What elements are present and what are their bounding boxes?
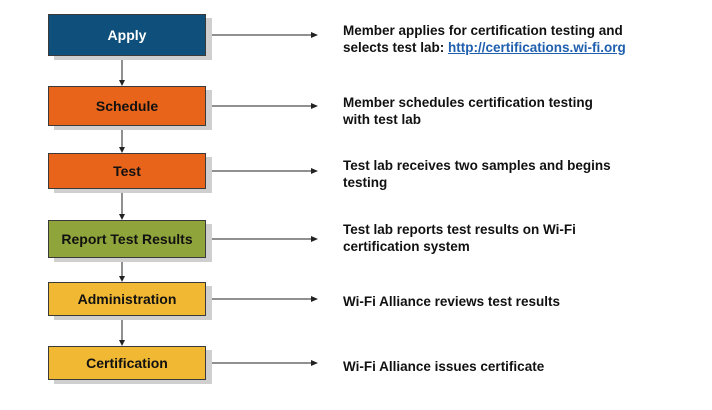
step-label: Test — [113, 163, 141, 179]
step-apply: Apply — [48, 14, 206, 56]
step-label: Schedule — [95, 98, 159, 114]
step-label: Administration — [77, 291, 177, 307]
desc-line: Test lab receives two samples and begins — [343, 158, 611, 173]
step-schedule: Schedule — [48, 86, 206, 126]
step-test-description: Test lab receives two samples and begins… — [343, 157, 611, 191]
step-test: Test — [48, 153, 206, 189]
arrowhead-icon — [119, 80, 125, 86]
step-schedule-description: Member schedules certification testing w… — [343, 94, 593, 128]
step-report-description: Test lab reports test results on Wi-Fi c… — [343, 221, 576, 255]
step-administration: Administration — [48, 282, 206, 316]
desc-line: Member schedules certification testing — [343, 95, 593, 110]
desc-line-with-link: selects test lab: http://certifications.… — [343, 39, 626, 56]
step-label: Certification — [86, 355, 168, 371]
arrowhead-icon — [311, 296, 318, 302]
arrowhead-icon — [119, 340, 125, 346]
step-apply-description: Member applies for certification testing… — [343, 22, 626, 56]
desc-line: Wi-Fi Alliance reviews test results — [343, 294, 560, 309]
desc-line: with test lab — [343, 112, 422, 127]
desc-line: Wi-Fi Alliance issues certificate — [343, 359, 545, 374]
desc-line: Test lab reports test results on Wi-Fi — [343, 222, 576, 237]
arrowhead-icon — [311, 168, 318, 174]
certifications-link[interactable]: http://certifications.wi-fi.org — [448, 40, 626, 55]
step-certification: Certification — [48, 346, 206, 380]
desc-line: selects test lab: — [343, 40, 449, 55]
arrowhead-icon — [119, 276, 125, 282]
desc-line: testing — [343, 175, 388, 190]
desc-line: Member applies for certification testing… — [343, 23, 623, 38]
step-administration-description: Wi-Fi Alliance reviews test results — [343, 293, 560, 310]
arrowhead-icon — [311, 360, 318, 366]
arrowhead-icon — [311, 32, 318, 38]
arrowhead-icon — [311, 103, 318, 109]
step-label: Apply — [107, 27, 147, 43]
step-report-test-results: Report Test Results — [48, 220, 206, 258]
step-label: Report Test Results — [61, 231, 193, 247]
desc-line: certification system — [343, 239, 470, 254]
arrowhead-icon — [311, 236, 318, 242]
step-certification-description: Wi-Fi Alliance issues certificate — [343, 358, 544, 375]
arrowhead-icon — [119, 214, 125, 220]
arrowhead-icon — [119, 147, 125, 153]
